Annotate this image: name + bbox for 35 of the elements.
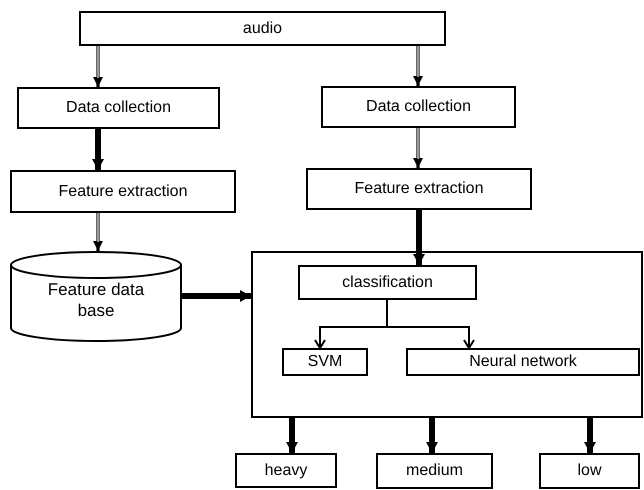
arrow bbox=[93, 46, 103, 87]
arrow bbox=[426, 418, 438, 453]
process-box bbox=[298, 265, 477, 300]
process-box bbox=[321, 86, 516, 128]
node-label: heavy bbox=[264, 460, 308, 480]
node-label: classification bbox=[342, 272, 433, 292]
arrow bbox=[413, 128, 423, 168]
arrow bbox=[93, 213, 103, 251]
process-box bbox=[235, 453, 337, 488]
process-box bbox=[282, 348, 368, 376]
node-label: Data collection bbox=[366, 97, 471, 117]
process-box bbox=[539, 453, 640, 489]
process-box bbox=[306, 168, 532, 210]
arrow bbox=[413, 210, 425, 265]
node-label: Feature extraction bbox=[354, 179, 484, 199]
node-label: Neural network bbox=[469, 352, 577, 372]
node-label: Feature data base bbox=[46, 280, 146, 321]
process-box bbox=[376, 453, 493, 489]
node-label: Data collection bbox=[66, 98, 171, 118]
arrow bbox=[413, 46, 423, 86]
process-box bbox=[17, 87, 220, 129]
arrow bbox=[584, 418, 596, 453]
node-label: low bbox=[577, 461, 602, 481]
group-box bbox=[251, 251, 643, 418]
arrow bbox=[286, 418, 298, 453]
process-box bbox=[10, 170, 236, 213]
arrow bbox=[182, 290, 251, 302]
arrow bbox=[386, 300, 475, 349]
node-label: medium bbox=[406, 461, 463, 481]
node-label: Feature extraction bbox=[58, 182, 188, 202]
process-box bbox=[79, 11, 446, 46]
process-box bbox=[406, 348, 640, 376]
node-label: SVM bbox=[308, 352, 342, 372]
node-label: audio bbox=[242, 18, 282, 38]
arrow bbox=[92, 129, 104, 170]
